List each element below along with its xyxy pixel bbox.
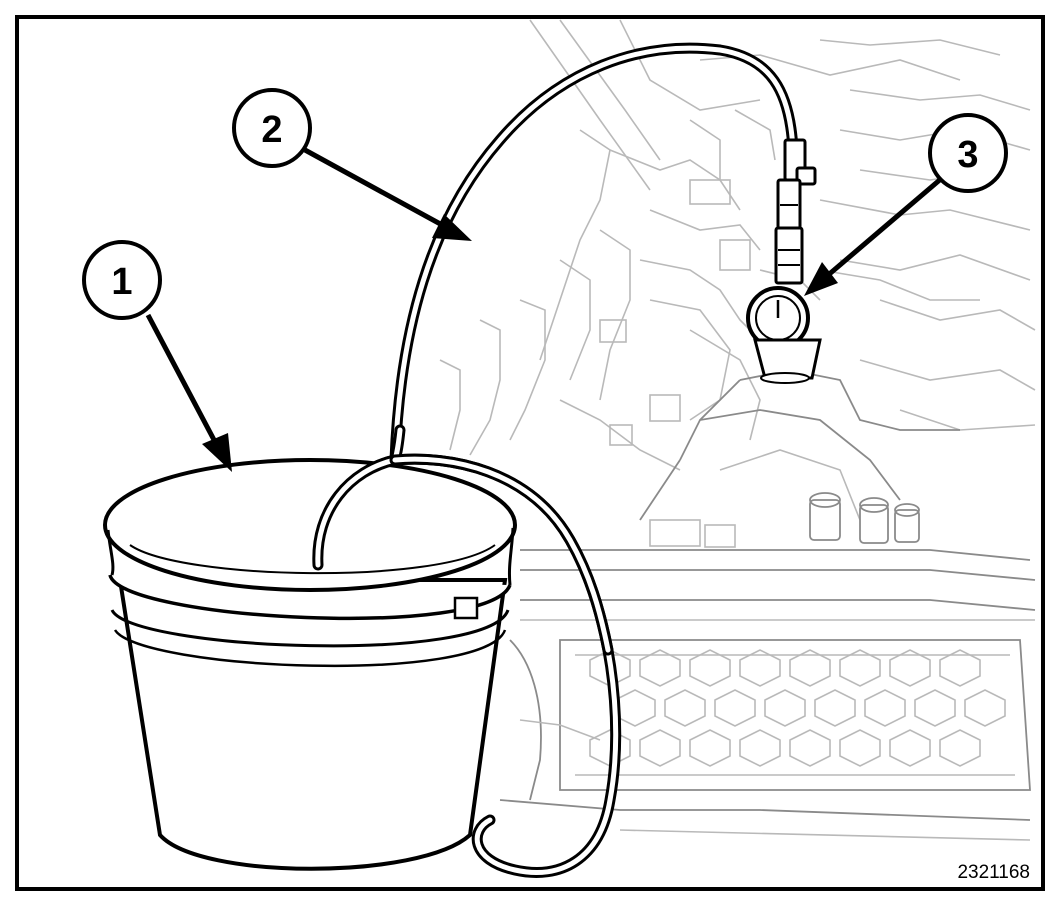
callout-3: 3 — [804, 113, 1008, 296]
callout-3-circle — [928, 113, 1008, 193]
bucket — [103, 458, 517, 871]
callout-2-number: 2 — [261, 109, 282, 151]
arrow-head-icon — [804, 262, 838, 296]
callout-2-circle — [232, 88, 312, 168]
figure-id: 2321168 — [957, 862, 1030, 883]
arrow-head-icon — [202, 433, 232, 472]
reservoir-caps — [649, 492, 920, 548]
callout-1-number: 1 — [111, 261, 132, 303]
callout-1: 1 — [82, 240, 232, 472]
drain-hose-front — [312, 424, 614, 656]
callout-1-circle — [82, 240, 162, 320]
callout-2: 2 — [232, 88, 472, 241]
callout-3-number: 3 — [957, 134, 978, 176]
arrow-head-icon — [432, 214, 472, 241]
grille — [559, 639, 1031, 791]
pressure-gauge — [746, 138, 822, 384]
